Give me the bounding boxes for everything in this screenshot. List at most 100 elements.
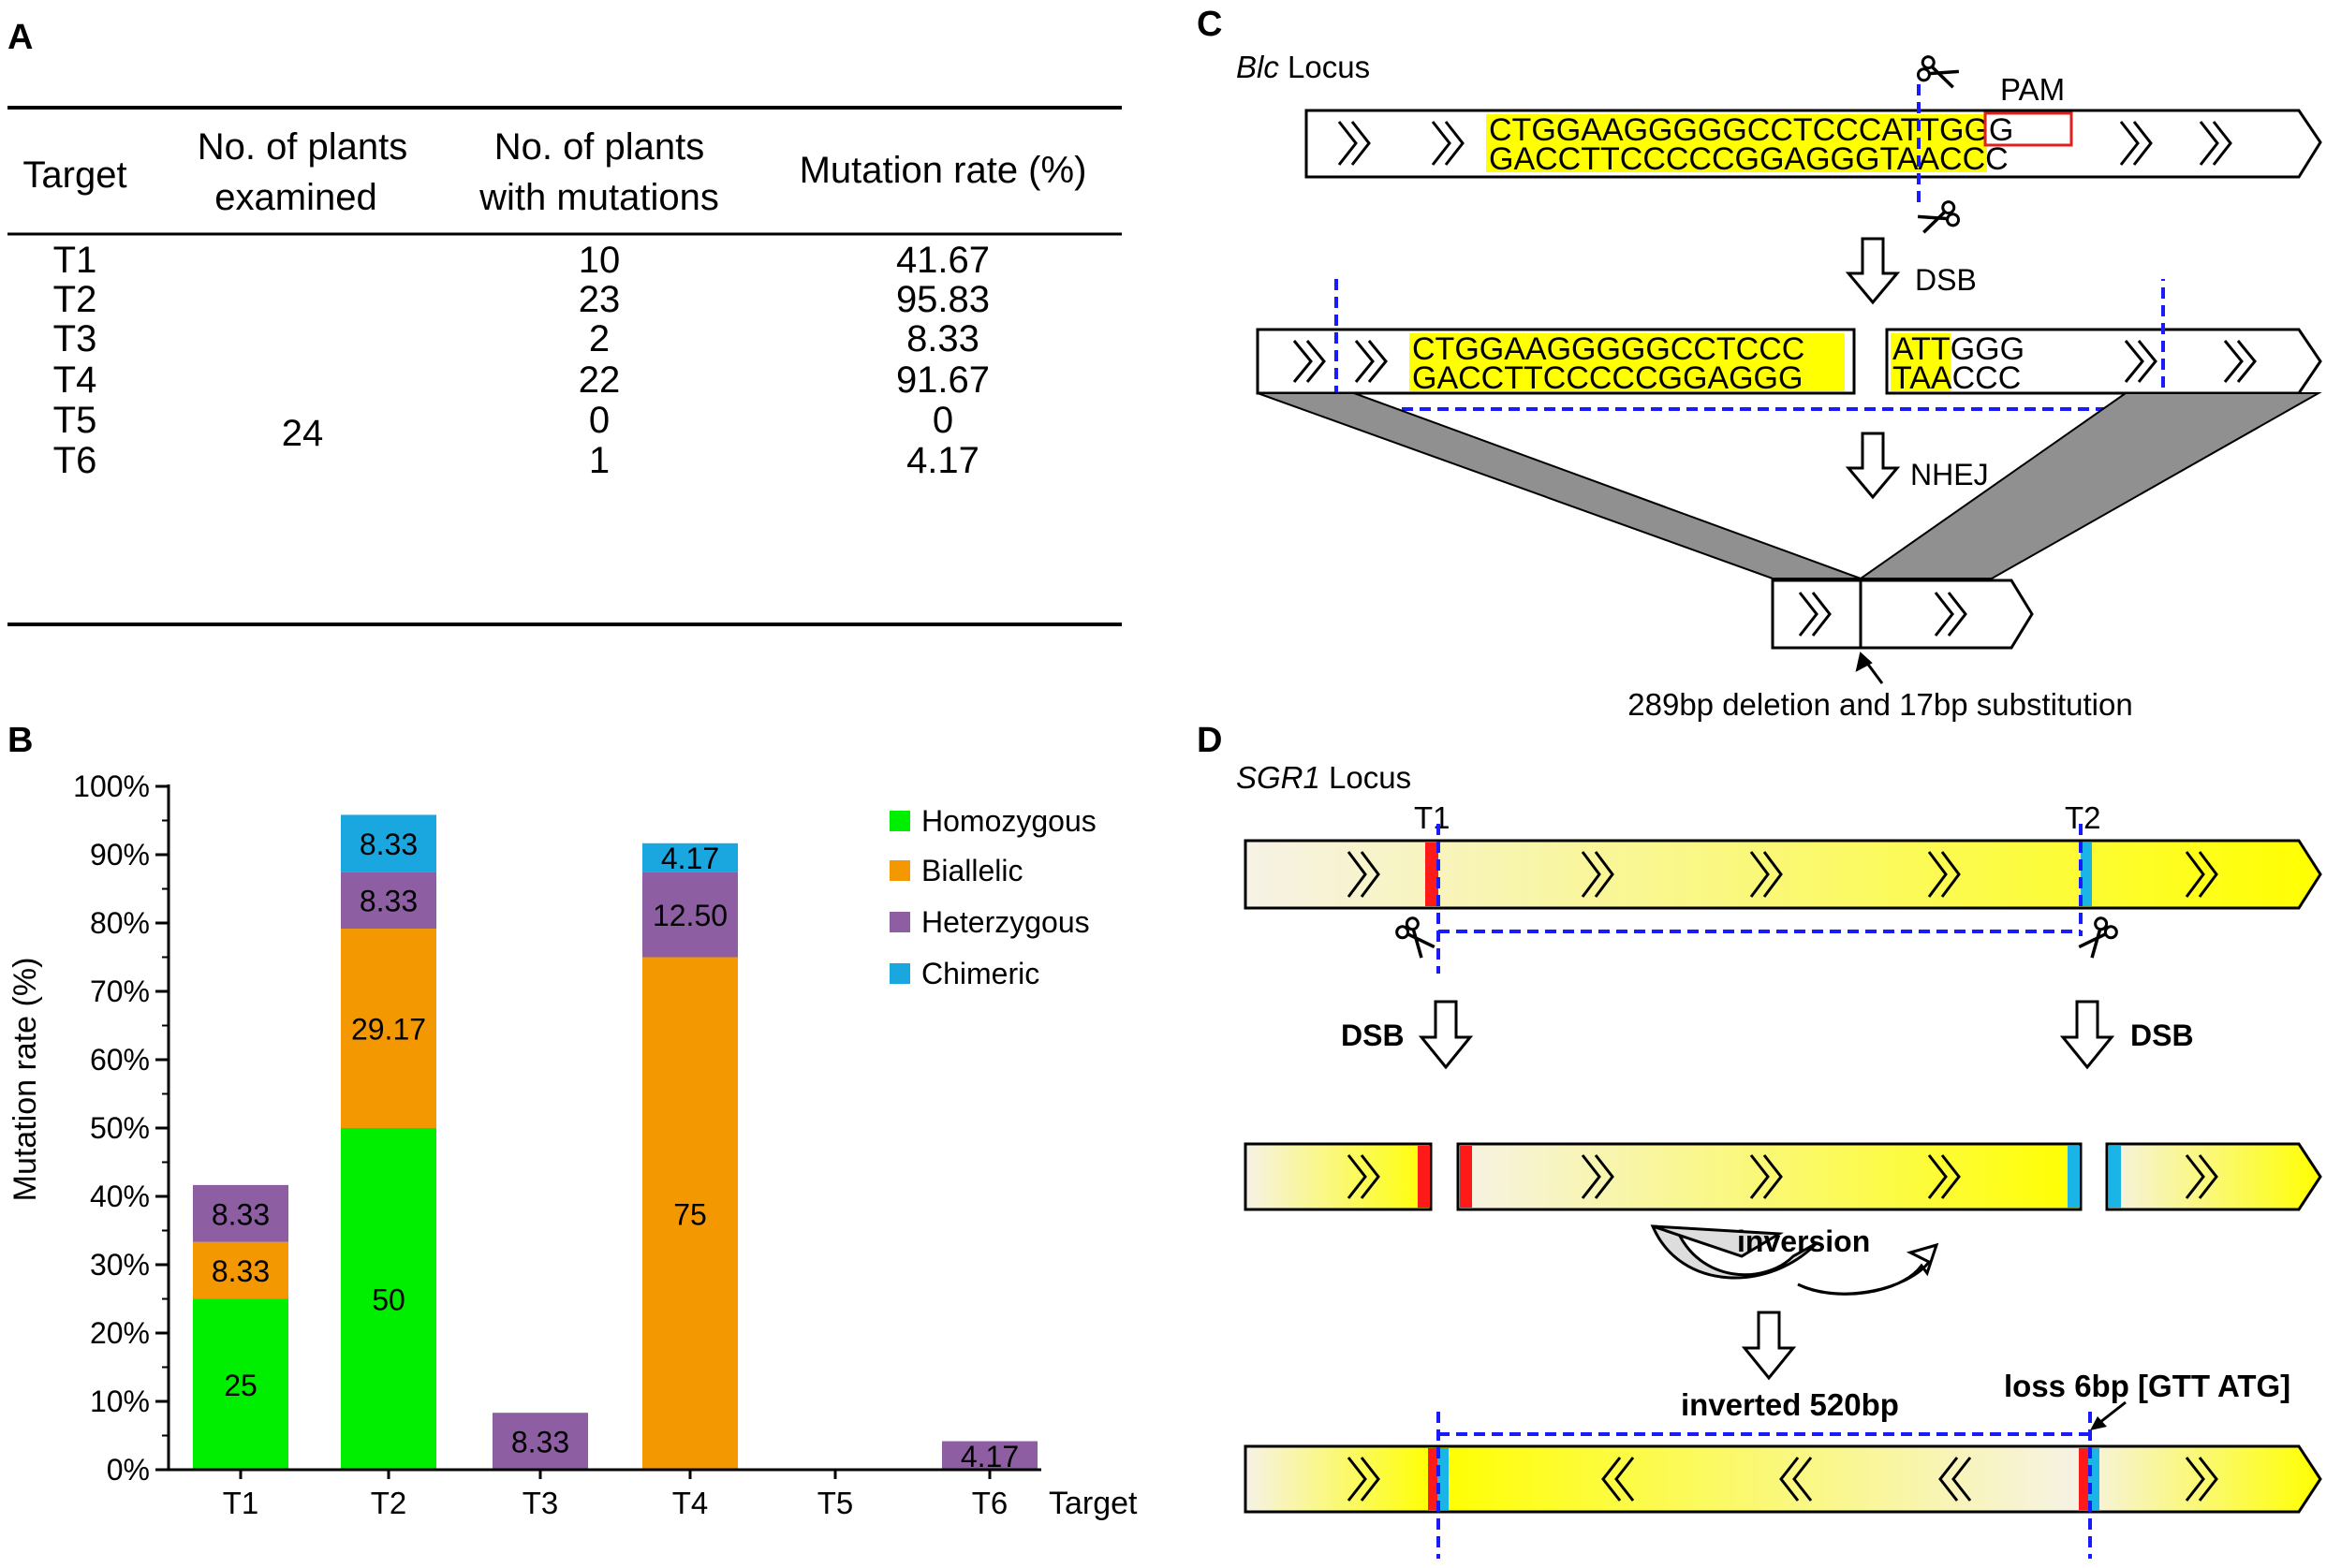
bar-segment	[942, 1441, 1038, 1470]
blc-top-strand: CTGGAAGGGGGCCTCCCATTGGG	[1489, 112, 2013, 148]
t2-target-mark	[2068, 1146, 2080, 1208]
table-cell-target: T5	[53, 400, 97, 441]
panel-c: C Blc Locus CTGGAAGGGGGCCTCCCATTGGG GACC…	[1197, 5, 2322, 722]
table-cell-target: T4	[53, 359, 97, 401]
bar-value-label: 12.50	[653, 899, 728, 932]
inversion-label: inversion	[1737, 1224, 1870, 1258]
bar-segment	[341, 1128, 436, 1470]
t1-target-mark	[1428, 1448, 1437, 1510]
repaired-gene-bar	[1771, 579, 2034, 650]
x-tick-label: T1	[223, 1486, 259, 1520]
bar-segment	[642, 843, 738, 872]
t2-target-mark	[2109, 1146, 2121, 1208]
bar-value-label: 8.33	[212, 1254, 270, 1288]
x-tick-label: T6	[972, 1486, 1009, 1520]
table-cell-target: T3	[53, 318, 97, 359]
y-tick-label: 100%	[73, 769, 150, 803]
table-cell-mutated: 2	[589, 318, 610, 359]
chevron-icon-group	[1337, 121, 2232, 166]
t2-target-mark	[2088, 1448, 2099, 1510]
deletion-region-box	[1334, 279, 2165, 411]
bar-value-label: 75	[673, 1197, 707, 1231]
bar-value-label: 29.17	[351, 1013, 426, 1047]
sequence-highlight	[1891, 362, 1951, 391]
sgr1-gene-bar	[1244, 839, 2322, 910]
sgr1-inverted-right	[2081, 1446, 2320, 1512]
bar-segment	[193, 1298, 288, 1470]
sgr1-inverted-left	[1245, 1446, 1433, 1512]
bar-segment	[493, 1413, 588, 1470]
sequence-highlight	[1409, 333, 1845, 362]
deletion-wedge	[1257, 392, 1862, 579]
inversion-arrow-left	[1650, 1224, 1818, 1280]
legend-item: Heterzygous	[890, 905, 1090, 939]
bar-value-label: 8.33	[212, 1197, 270, 1231]
chart-bars: 258.338.335029.178.338.338.337512.504.17…	[193, 814, 1038, 1473]
table-cell-mutated: 1	[589, 440, 610, 481]
panel-label-c: C	[1197, 5, 1222, 44]
y-tick-label: 80%	[90, 906, 150, 940]
dsb-left-label: DSB	[1341, 1018, 1405, 1052]
scissors-icon	[1392, 914, 1439, 962]
blc-gene-fragment-right	[1885, 328, 2322, 395]
y-tick-label: 60%	[90, 1043, 150, 1077]
y-axis-title: Mutation rate (%)	[7, 958, 43, 1202]
t2-label: T2	[2065, 800, 2101, 835]
down-arrow-icon	[1845, 432, 1901, 500]
panel-label-b: B	[7, 721, 33, 760]
x-tick-label: T4	[672, 1486, 709, 1520]
panel-b: B Mutation rate (%) 258.338.335029.178.3…	[7, 721, 1138, 1521]
y-tick-label: 0%	[107, 1453, 150, 1487]
chevron-icon-group	[1798, 592, 1967, 637]
table-cell-rate: 41.67	[896, 240, 990, 281]
bar-segment	[193, 1184, 288, 1242]
table-cell-target: T6	[53, 440, 97, 481]
cell-examined-merged: 24	[282, 413, 324, 454]
table-cell-mutated: 23	[579, 279, 621, 320]
x-tick-label: T5	[817, 1486, 854, 1520]
pam-box	[1983, 111, 2073, 147]
dsb-label: DSB	[1915, 263, 1977, 297]
legend-swatch	[890, 912, 910, 932]
y-tick-label: 40%	[90, 1180, 150, 1213]
bar-segment	[642, 957, 738, 1470]
sgr1-locus-title: SGR1 Locus	[1236, 760, 1411, 795]
deletion-wedge	[1857, 392, 2322, 579]
chevron-icon-group	[1347, 851, 2218, 898]
pointer-arrowhead	[2090, 1416, 2107, 1430]
sgr1-fragment-left	[1244, 1142, 1433, 1211]
header-target: Target	[22, 154, 126, 196]
legend-swatch	[890, 860, 910, 881]
down-arrow-icon	[1418, 1000, 1474, 1070]
legend-label: Chimeric	[921, 957, 1039, 990]
legend-item: Biallelic	[890, 854, 1023, 887]
bar-value-label: 8.33	[511, 1426, 569, 1459]
legend-label: Homozygous	[921, 804, 1097, 838]
legend-label: Heterzygous	[921, 905, 1090, 939]
deletion-result-label: 289bp deletion and 17bp substitution	[1627, 687, 2132, 722]
bar-value-label: 4.17	[661, 842, 719, 875]
inversion-arrow-shadow	[1652, 1224, 1784, 1258]
bar-segment	[341, 929, 436, 1128]
table-cell-rate: 95.83	[896, 279, 990, 320]
y-tick-label: 90%	[90, 838, 150, 872]
sgr1-inverted-middle	[1433, 1446, 2081, 1512]
panel-label-d: D	[1197, 721, 1222, 760]
table-cell-rate: 0	[933, 400, 953, 441]
table-cell-target: T2	[53, 279, 97, 320]
t1-target-mark	[1418, 1146, 1430, 1208]
table-cell-target: T1	[53, 240, 97, 281]
y-tick-label: 20%	[90, 1316, 150, 1350]
panel-d: D SGR1 Locus T1 T2 DSB DSB	[1197, 721, 2322, 1559]
inversion-arrow-right	[1797, 1242, 1939, 1296]
bar-segment	[193, 1241, 288, 1299]
sequence-highlight	[1891, 333, 1951, 362]
legend-label: Biallelic	[921, 854, 1023, 887]
loss-label: loss 6bp [GTT ATG]	[2004, 1369, 2290, 1403]
